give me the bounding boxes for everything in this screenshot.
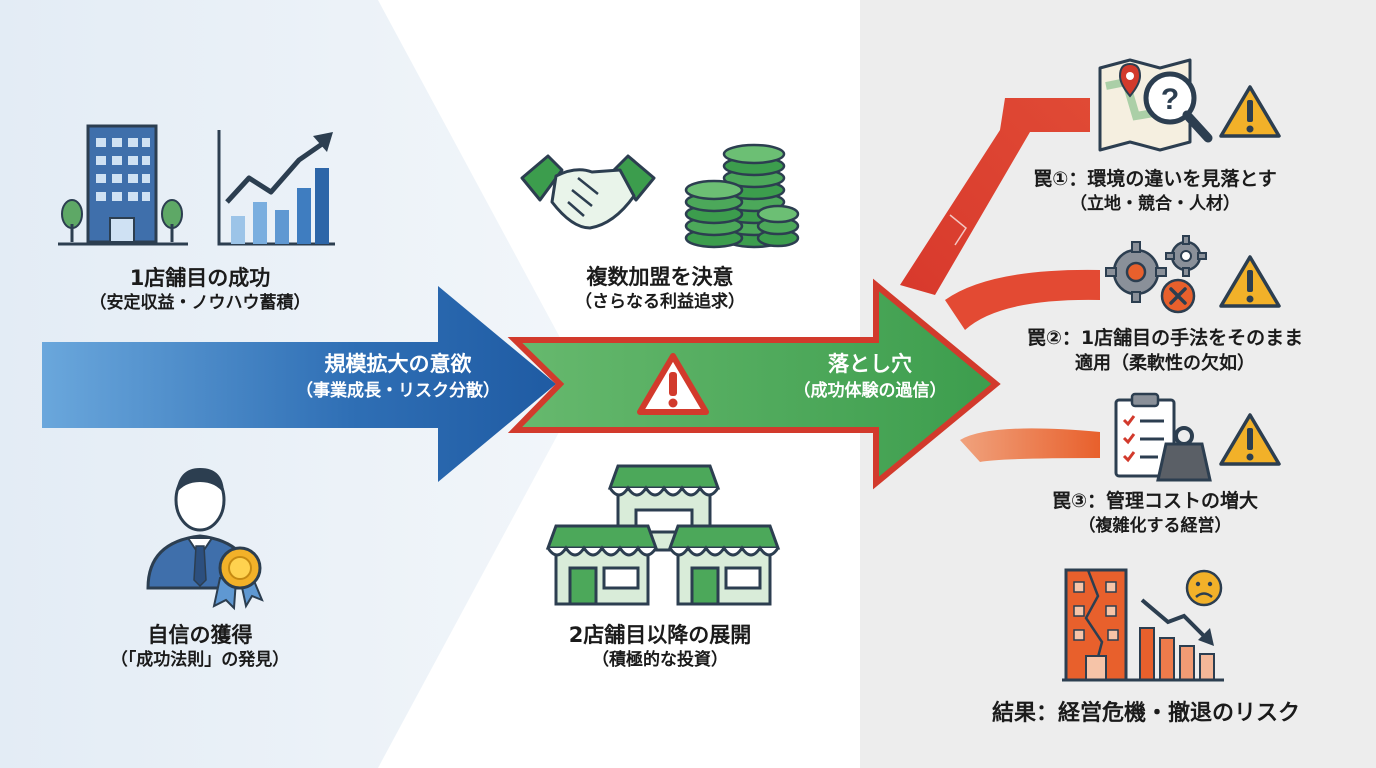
confidence-label: 自信の獲得 （「成功法則」の発見） [40,622,360,672]
trap1-subtitle: （立地・競合・人材） [1070,193,1240,214]
expansion-title: 2店舗目以降の展開 [568,623,752,647]
result-title: 結果：経営危機・撤退のリスク [991,701,1300,726]
warning-triangle-icon-1 [1219,85,1281,138]
green-arrow [507,278,1001,490]
checklist-weight-icon [1114,392,1212,482]
success-subtitle: （安定収益・ノウハウ蓄積） [89,293,311,314]
trap3-label: 罠③：管理コストの増大 （複雑化する経営） [990,490,1320,537]
warning-icon [637,353,709,415]
office-building-icon [58,124,188,246]
confidence-title: 自信の獲得 [147,623,253,647]
trap1-label: 罠①：環境の違いを見落とす （立地・競合・人材） [990,168,1320,215]
confidence-subtitle: （「成功法則」の発見） [110,650,290,671]
trap3-path [960,428,1100,462]
pitfall-subtitle: （成功体験の過信） [793,381,947,402]
trap1-title: 罠①：環境の違いを見落とす [1033,168,1277,190]
businessman-award-icon [146,468,264,611]
coin-stacks-icon [684,143,800,249]
svg-text:?: ? [1161,83,1179,116]
decision-title: 複数加盟を決意 [586,265,734,289]
map-search-icon: ? [1098,58,1213,152]
expansion-motivation-title: 規模拡大の意欲 [324,352,472,376]
trap1-path [900,98,1090,295]
gears-error-icon [1105,235,1207,314]
blue-arrow [42,286,556,482]
trap2-label: 罠②：1店舗目の手法をそのまま 適用（柔軟性の欠如） [990,327,1340,375]
decision-label: 複数加盟を決意 （さらなる利益追求） [500,264,820,314]
pitfall-title: 落とし穴 [828,352,912,376]
expansion-label: 2店舗目以降の展開 （積極的な投資） [500,622,820,672]
crisis-building-decline-icon [1062,568,1224,682]
trap3-title: 罠③：管理コストの増大 [1051,490,1259,512]
success-label: 1店舗目の成功 （安定収益・ノウハウ蓄積） [40,265,360,315]
expansion-motivation-subtitle: （事業成長・リスク分散） [296,381,500,402]
result-label: 結果：経営危機・撤退のリスク [960,700,1332,728]
expansion-subtitle: （積極的な投資） [592,650,728,671]
growth-chart-icon [217,130,335,246]
warning-triangle-icon-2 [1219,255,1281,308]
decision-subtitle: （さらなる利益追求） [575,292,745,313]
blue-arrow-text: 規模拡大の意欲 （事業成長・リスク分散） [268,351,528,402]
trap2-path [945,269,1100,330]
trap3-subtitle: （複雑化する経営） [1078,515,1232,536]
warning-triangle-icon-3 [1219,413,1281,466]
handshake-icon [520,154,656,230]
green-arrow-text: 落とし穴 （成功体験の過信） [760,351,980,402]
trap2-subtitle: 適用（柔軟性の欠如） [1075,352,1255,374]
success-title: 1店舗目の成功 [129,266,271,290]
trap2-title: 罠②：1店舗目の手法をそのまま [1026,327,1304,349]
multiple-stores-icon [545,464,781,606]
